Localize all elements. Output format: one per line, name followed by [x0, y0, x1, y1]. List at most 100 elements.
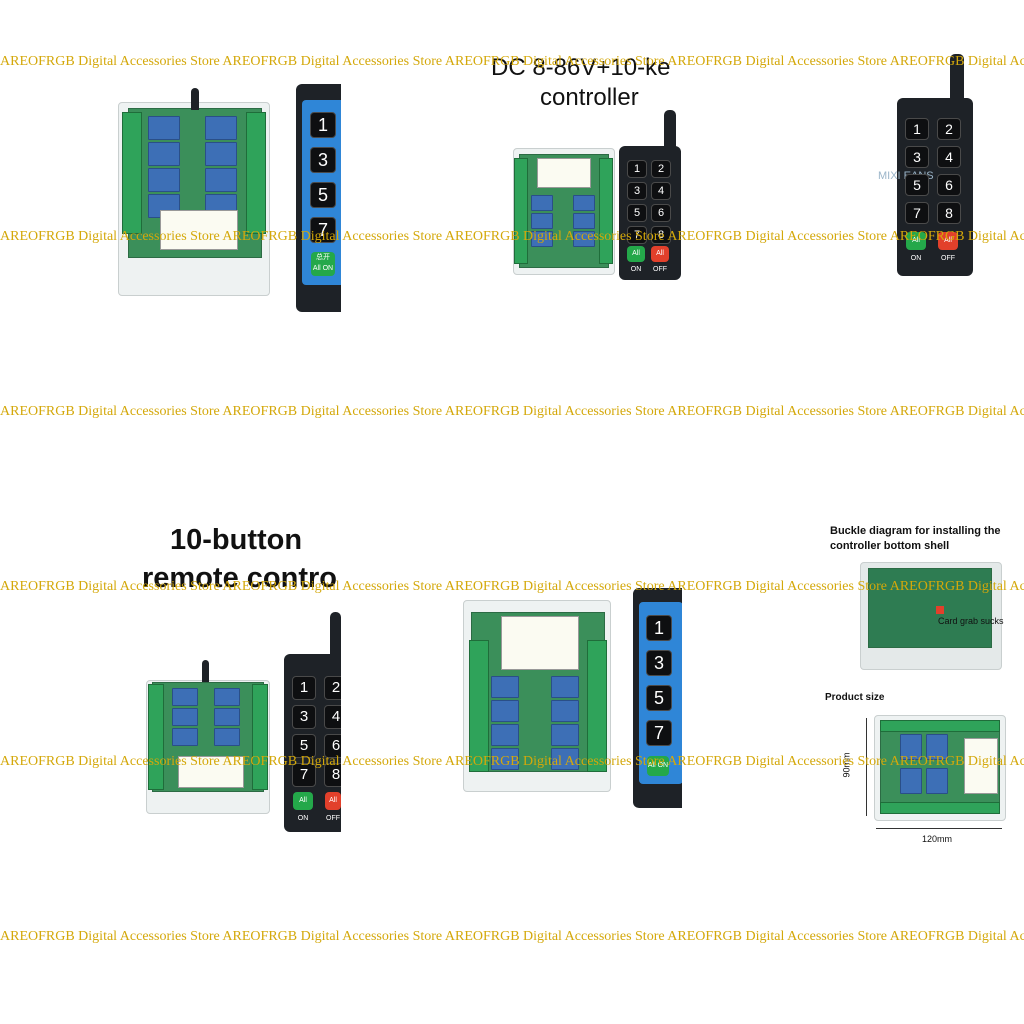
terminal-bottom [880, 802, 1000, 814]
remote-antenna [330, 612, 341, 662]
product-tile-5[interactable]: 1 3 5 7 All ON [341, 512, 682, 853]
terminal-left [514, 158, 528, 264]
remote-key-7[interactable]: 7 [310, 217, 336, 243]
remote-all-on-button[interactable]: All ON [627, 246, 645, 273]
relay [926, 734, 948, 760]
remote-key-8[interactable]: 8 [651, 226, 671, 244]
remote-all-on-button[interactable]: All ON [647, 756, 669, 776]
remote-key-8[interactable]: 8 [324, 763, 341, 787]
board-label [160, 210, 238, 250]
remote-antenna [950, 54, 964, 104]
remote-key-8[interactable]: 8 [937, 202, 961, 224]
terminal-right [599, 158, 613, 264]
remote-all-on-button[interactable]: 总开 All ON [311, 252, 335, 276]
card-grab-callout: Card grab sucks [938, 616, 1004, 626]
remote-key-3[interactable]: 3 [627, 182, 647, 200]
relay [531, 213, 553, 229]
terminal-left [122, 112, 142, 234]
terminal-left [469, 640, 489, 772]
relay [900, 734, 922, 760]
remote-key-7[interactable]: 7 [627, 226, 647, 244]
dimension-line-vertical [866, 718, 867, 816]
dim-height-text: 90mm [841, 752, 852, 778]
relay [573, 195, 595, 211]
all-on-label: All ON [312, 265, 334, 272]
relay [148, 168, 180, 192]
relay [172, 708, 198, 726]
remote-key-3[interactable]: 3 [310, 147, 336, 173]
relay [551, 700, 579, 722]
product-tile-6[interactable]: Buckle diagram for installing the contro… [682, 512, 1023, 853]
remote-key-1[interactable]: 1 [292, 676, 316, 700]
relay [205, 168, 237, 192]
remote-key-5[interactable]: 5 [905, 174, 929, 196]
remote-antenna [664, 110, 676, 150]
all-on-cn-label: 总开 [316, 254, 330, 261]
remote-key-2[interactable]: 2 [937, 118, 961, 140]
terminal-right [246, 112, 266, 234]
product-tile-4[interactable]: 10-button remote contro 1 2 3 4 5 6 7 8 … [0, 512, 341, 853]
product-tile-3[interactable]: MIXI EANS 1 2 3 4 5 6 7 8 All ON All OFF [682, 0, 1023, 341]
tile2-title-line1: DC 8-86V+10-ke [491, 54, 671, 81]
board-antenna [191, 88, 199, 110]
relay [172, 728, 198, 746]
board-label [964, 738, 998, 794]
remote-key-5[interactable]: 5 [646, 685, 672, 711]
remote-key-4[interactable]: 4 [651, 182, 671, 200]
relay [926, 768, 948, 794]
relay [531, 195, 553, 211]
relay [551, 676, 579, 698]
relay [214, 708, 240, 726]
remote-key-1[interactable]: 1 [905, 118, 929, 140]
remote-key-7[interactable]: 7 [646, 720, 672, 746]
tile4-title-line2: remote contro [142, 562, 337, 594]
product-tile-2[interactable]: DC 8-86V+10-ke controller 1 2 3 4 5 6 7 … [341, 0, 682, 341]
product-tile-1[interactable]: 1 3 5 7 总开 All ON [0, 0, 341, 341]
board-label [178, 756, 244, 788]
remote-key-3[interactable]: 3 [905, 146, 929, 168]
remote-key-6[interactable]: 6 [937, 174, 961, 196]
remote-key-1[interactable]: 1 [646, 615, 672, 641]
relay [491, 748, 519, 770]
remote-all-off-button[interactable]: All OFF [651, 246, 669, 273]
tile2-title-line2: controller [540, 84, 639, 111]
remote-all-off-button[interactable]: All OFF [325, 792, 341, 822]
remote-key-3[interactable]: 3 [646, 650, 672, 676]
remote-key-5[interactable]: 5 [292, 734, 316, 758]
board-antenna [202, 660, 209, 682]
dimension-line-horizontal [876, 828, 1002, 829]
relay [214, 688, 240, 706]
remote-key-5[interactable]: 5 [310, 182, 336, 208]
product-size-heading: Product size [825, 692, 885, 703]
remote-key-4[interactable]: 4 [324, 705, 341, 729]
remote-key-1[interactable]: 1 [627, 160, 647, 178]
remote-key-2[interactable]: 2 [324, 676, 341, 700]
buckle-heading-line1: Buckle diagram for installing the [830, 525, 1001, 537]
relay [900, 768, 922, 794]
relay [205, 142, 237, 166]
clip-marker [936, 606, 944, 614]
remote-key-3[interactable]: 3 [292, 705, 316, 729]
remote-key-4[interactable]: 4 [937, 146, 961, 168]
relay [551, 724, 579, 746]
remote-key-7[interactable]: 7 [905, 202, 929, 224]
remote-key-2[interactable]: 2 [651, 160, 671, 178]
terminal-right [587, 640, 607, 772]
remote-all-on-button[interactable]: All ON [293, 792, 313, 822]
relay [148, 142, 180, 166]
terminal-right [252, 684, 268, 790]
relay [491, 700, 519, 722]
remote-key-6[interactable]: 6 [651, 204, 671, 222]
terminal-left [148, 684, 164, 790]
remote-all-off-button[interactable]: All OFF [938, 232, 958, 262]
remote-all-on-button[interactable]: All ON [906, 232, 926, 262]
remote-key-1[interactable]: 1 [310, 112, 336, 138]
bottom-shell-board [868, 568, 992, 648]
remote-key-7[interactable]: 7 [292, 763, 316, 787]
watermark-row-6: AREOFRGB Digital Accessories Store AREOF… [0, 929, 1024, 944]
dim-width-text: 120mm [922, 834, 953, 844]
remote-key-5[interactable]: 5 [627, 204, 647, 222]
remote-key-6[interactable]: 6 [324, 734, 341, 758]
relay [551, 748, 579, 770]
relay [491, 676, 519, 698]
